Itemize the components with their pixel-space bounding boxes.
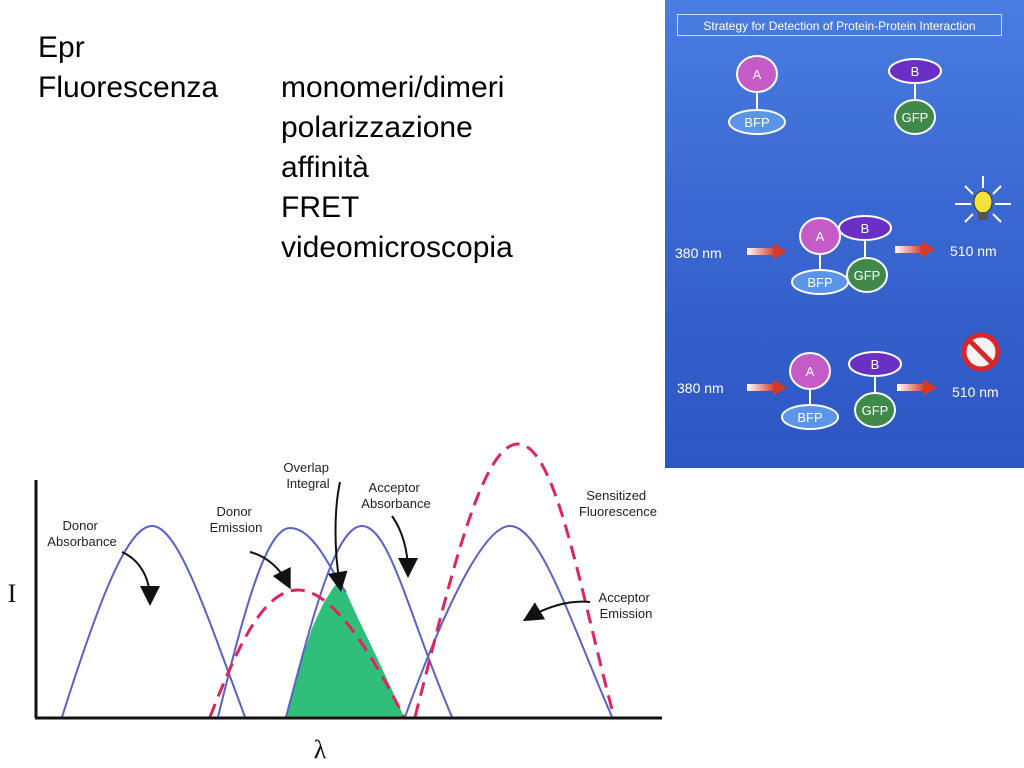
acceptor-absorbance-label-line: Acceptor: [369, 480, 421, 495]
acceptor-absorbance-curve: [285, 524, 453, 718]
pointer-arrow: [391, 515, 418, 578]
protein-a-bfp-separate: A BFP: [728, 55, 786, 135]
sensitized-fluorescence-label: Sensitized Fluorescence: [579, 488, 657, 519]
donor-absorbance-label-line: Donor: [62, 518, 98, 533]
protein-b-gfp-separate: B GFP: [888, 58, 942, 135]
acceptor-absorbance-label: Acceptor Absorbance: [361, 480, 430, 511]
donor-absorbance-label: Donor Absorbance: [47, 518, 116, 549]
gfp-label: GFP: [862, 403, 889, 418]
bfp-label: BFP: [744, 115, 769, 130]
emission-label: 510 nm: [950, 243, 997, 259]
fret-complex: A B BFP GFP: [791, 215, 892, 295]
protein-a-label: A: [806, 364, 815, 379]
lightbulb-icon: [955, 176, 1011, 223]
overlap-integral-label-line: Overlap: [283, 460, 329, 475]
donor-emission-label: Donor Emission: [210, 504, 263, 535]
slide-text-block: Epr Fluorescenza monomeri/dimeri polariz…: [38, 28, 513, 268]
y-axis-label: I: [8, 579, 17, 608]
pointer-arrow: [327, 481, 348, 592]
sensitized-fluorescence-label-line: Sensitized: [586, 488, 646, 503]
protein-a-label: A: [753, 67, 762, 82]
protein-a-bfp-apart: A BFP: [781, 352, 839, 430]
arrow-in-icon: [747, 243, 787, 260]
topic-item: FRET: [281, 191, 360, 224]
donor-emission-label-line: Emission: [210, 520, 263, 535]
epr-label: Epr: [38, 31, 85, 64]
excitation-label: 380 nm: [675, 245, 722, 261]
donor-emission-label-line: Donor: [216, 504, 252, 519]
protein-b-label: B: [861, 221, 870, 236]
pointer-arrow: [522, 600, 591, 622]
topic-list: monomeri/dimeri polarizzazione affinità …: [281, 68, 513, 268]
acceptor-absorbance-label-line: Absorbance: [361, 496, 430, 511]
overlap-integral-label: Overlap Integral: [283, 460, 332, 491]
topic-item: affinità: [281, 151, 369, 184]
acceptor-emission-dashed-curve: [413, 442, 616, 718]
donor-absorbance-curve: [61, 524, 246, 718]
emission-label: 510 nm: [952, 384, 999, 400]
acceptor-emission-label-line: Acceptor: [599, 590, 651, 605]
topic-item: videomicroscopia: [281, 231, 513, 264]
protein-b-gfp-apart: B GFP: [848, 351, 902, 428]
gfp-label: GFP: [902, 110, 929, 125]
no-entry-icon: [961, 332, 1001, 372]
arrow-out-icon: [897, 379, 937, 396]
donor-absorbance-label-line: Absorbance: [47, 534, 116, 549]
gfp-label: GFP: [854, 268, 881, 283]
pointer-arrow: [249, 551, 291, 590]
acceptor-emission-label: Acceptor Emission: [599, 590, 654, 621]
bfp-label: BFP: [807, 275, 832, 290]
protein-b-label: B: [871, 357, 880, 372]
sensitized-fluorescence-label-line: Fluorescence: [579, 504, 657, 519]
overlap-integral-label-line: Integral: [286, 476, 329, 491]
topic-item: polarizzazione: [281, 111, 473, 144]
x-axis-label: λ: [314, 735, 327, 764]
fret-strategy-panel: Strategy for Detection of Protein-Protei…: [665, 0, 1024, 468]
arrow-out-icon: [895, 241, 935, 258]
panel-title: Strategy for Detection of Protein-Protei…: [677, 14, 1002, 36]
donor-emission-dashed-curve: [208, 588, 406, 718]
topic-item: monomeri/dimeri: [281, 71, 505, 104]
strategy-diagram: A BFP B GFP 380 nm: [675, 55, 1011, 430]
acceptor-emission-label-line: Emission: [600, 606, 653, 621]
overlap-integral-area: [286, 580, 404, 717]
excitation-label: 380 nm: [677, 380, 724, 396]
fret-spectra-diagram: I λ Donor Absorbance Donor Emission Over…: [8, 442, 662, 764]
pointer-arrow: [121, 551, 160, 606]
arrow-in-icon: [747, 379, 787, 396]
bfp-label: BFP: [797, 410, 822, 425]
fluorescence-label: Fluorescenza: [38, 71, 219, 104]
sensitized-fluorescence-curve: [404, 524, 613, 718]
protein-a-label: A: [816, 229, 825, 244]
protein-b-label: B: [911, 64, 920, 79]
